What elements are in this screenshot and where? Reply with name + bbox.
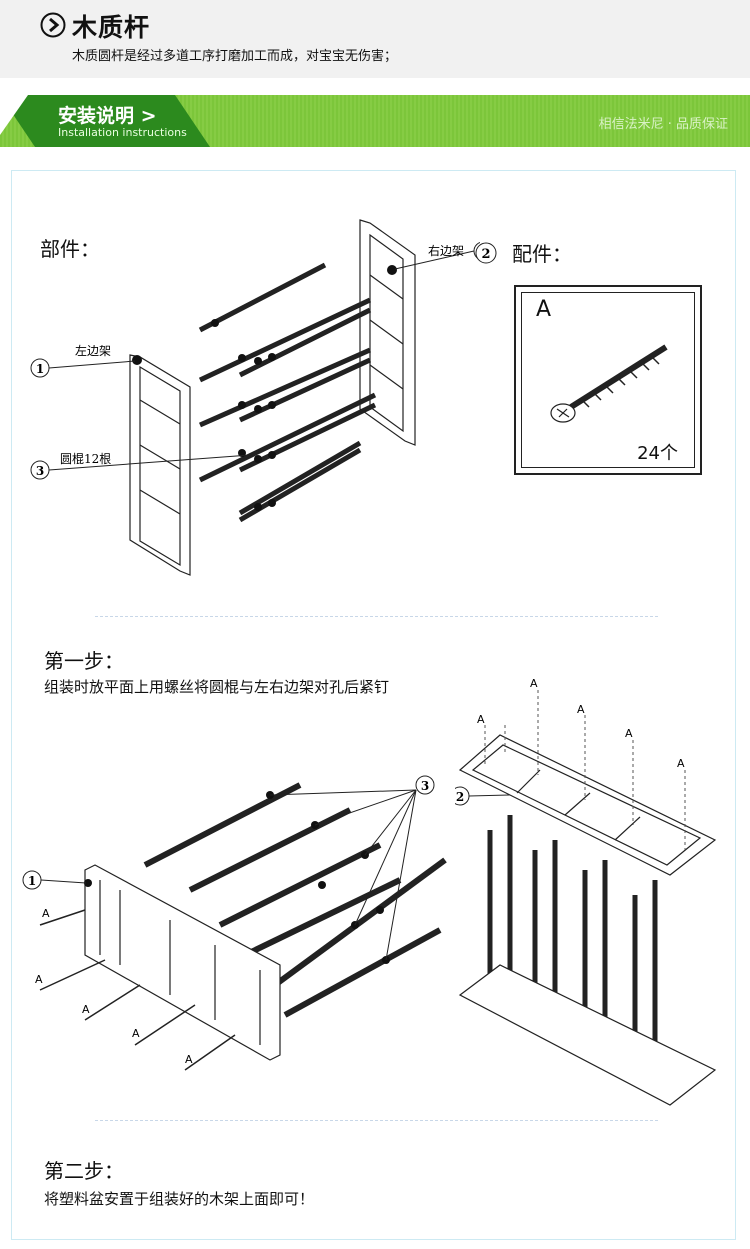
step2-heading: 第二步： bbox=[44, 1159, 124, 1183]
screw-label: A bbox=[185, 1053, 193, 1066]
banner-title: 安装说明 > bbox=[58, 105, 157, 127]
intro-panel: 木质杆 木质圆杆是经过多道工序打磨加工而成，对宝宝无伤害； bbox=[0, 0, 750, 78]
screw-label: A bbox=[132, 1027, 140, 1040]
banner-subtitle: Installation instructions bbox=[58, 126, 187, 139]
screw-label: A bbox=[530, 677, 538, 690]
parts-diagram: 1 3 左边架 圆棍12根 右边架 bbox=[30, 219, 480, 576]
step1-callout-2: 2 bbox=[456, 790, 464, 804]
accessory-count: 24个 bbox=[637, 443, 678, 464]
accessory-letter: A bbox=[536, 297, 552, 322]
screw-label: A bbox=[42, 907, 50, 920]
screw-label: A bbox=[82, 1003, 90, 1016]
circle-arrow-icon bbox=[40, 12, 66, 38]
callout-badge-2: 2 bbox=[475, 242, 497, 264]
step1-diagram: 1 3 A A A A A bbox=[22, 775, 447, 1071]
section-divider bbox=[95, 1120, 658, 1121]
callout-label-right-frame: 右边架 bbox=[428, 243, 464, 258]
section-divider bbox=[95, 616, 658, 617]
instructions-frame bbox=[11, 170, 736, 1240]
step2-text: 将塑料盆安置于组装好的木架上面即可！ bbox=[44, 1190, 315, 1208]
step1-assembled-diagram: 2 A A A A A bbox=[455, 677, 717, 1106]
step1-callout-1: 1 bbox=[28, 874, 36, 888]
callout-num-3: 3 bbox=[36, 464, 44, 478]
screw-label: A bbox=[35, 973, 43, 986]
callout-label-rods: 圆棍12根 bbox=[60, 452, 111, 466]
step1-heading: 第一步： bbox=[44, 649, 124, 673]
callout-num-2: 2 bbox=[481, 247, 490, 262]
installation-banner: 安装说明 > Installation instructions 相信法米尼 ·… bbox=[0, 95, 750, 147]
screw-label: A bbox=[625, 727, 633, 740]
screw-label: A bbox=[477, 713, 485, 726]
accessories-heading: 配件： bbox=[512, 242, 572, 266]
screw-label: A bbox=[577, 703, 585, 716]
section-description: 木质圆杆是经过多道工序打磨加工而成，对宝宝无伤害； bbox=[72, 49, 398, 64]
screw-icon bbox=[550, 344, 668, 423]
screw-label: A bbox=[677, 757, 685, 770]
banner-slogan: 相信法米尼 · 品质保证 bbox=[598, 117, 728, 132]
section-title: 木质杆 bbox=[72, 13, 151, 42]
callout-label-left-frame: 左边架 bbox=[75, 343, 111, 358]
banner-tab-shape bbox=[0, 95, 210, 147]
parts-heading: 部件： bbox=[40, 237, 100, 261]
callout-num-1: 1 bbox=[36, 362, 44, 376]
step1-text: 组装时放平面上用螺丝将圆棍与左右边架对孔后紧钉 bbox=[44, 678, 390, 696]
step1-callout-3: 3 bbox=[421, 779, 429, 793]
screw-accessory-box: A 24个 bbox=[514, 285, 702, 475]
